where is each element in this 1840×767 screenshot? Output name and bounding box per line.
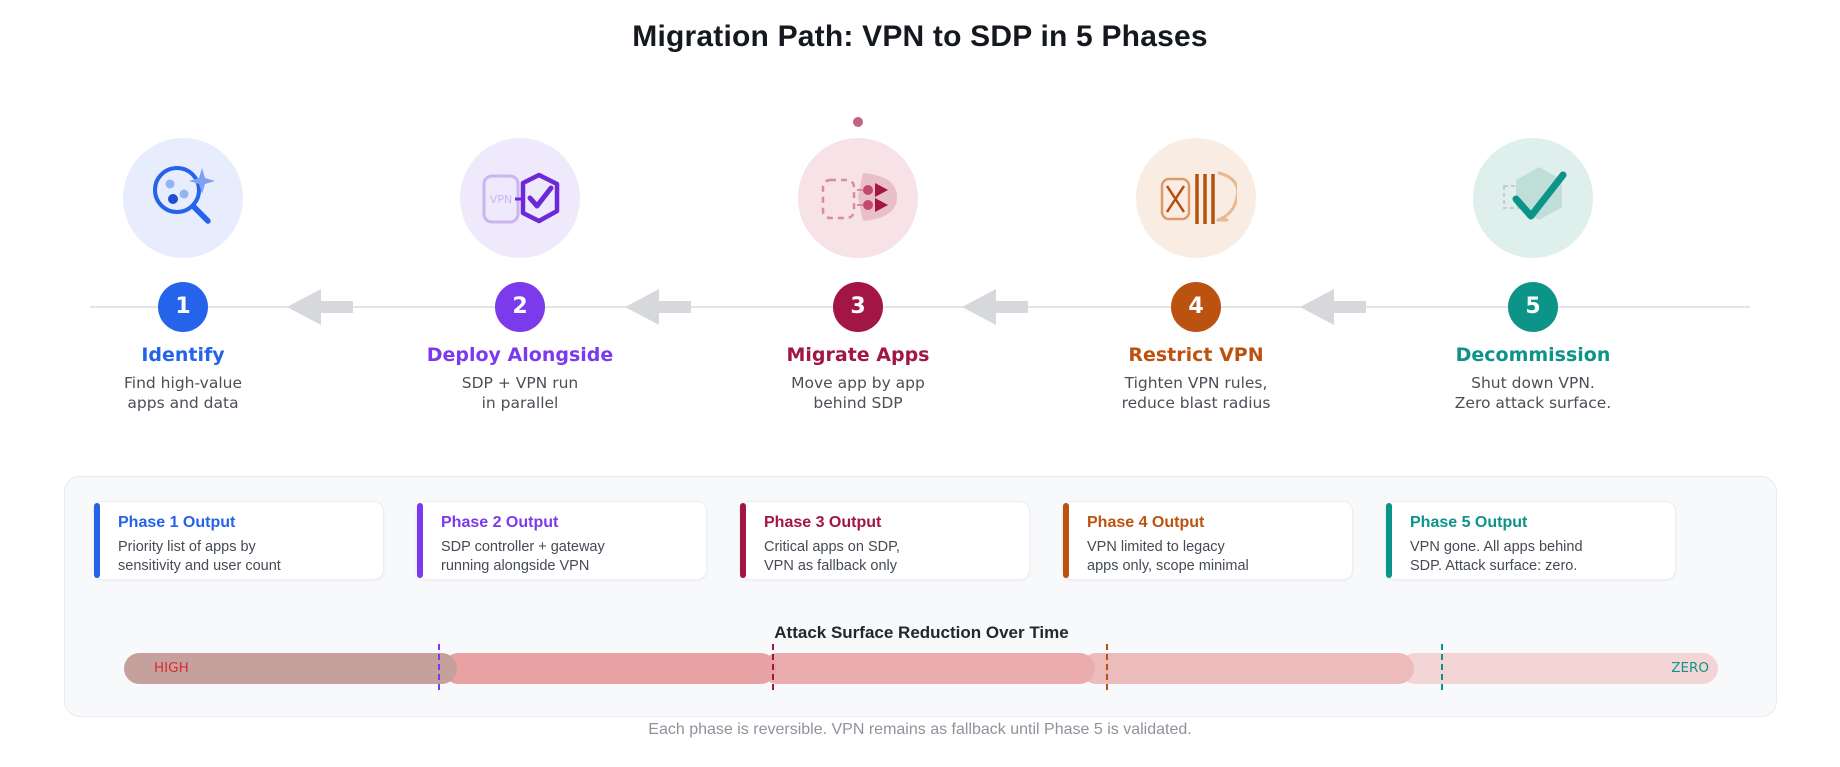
card-title: Phase 1 Output xyxy=(118,514,236,531)
phase5-number-badge: 5 xyxy=(1508,282,1558,332)
bar-segment xyxy=(443,653,776,684)
phase5-output-card: Phase 5 Output VPN gone. All apps behind… xyxy=(1385,501,1676,580)
bar-zero-label: ZERO xyxy=(1671,660,1709,676)
card-title: Phase 5 Output xyxy=(1410,514,1528,531)
left-arrow-icon xyxy=(1300,289,1366,325)
card-title: Phase 4 Output xyxy=(1087,514,1205,531)
migrate-arrows-icon xyxy=(821,173,897,221)
attack-surface-chart-title: Attack Surface Reduction Over Time xyxy=(774,623,1069,642)
phase-boundary-marker xyxy=(1106,644,1108,690)
phase5-description: Shut down VPN. Zero attack surface. xyxy=(1454,374,1612,412)
vpn-plus-shield-check-icon: VPN xyxy=(482,172,560,224)
phase1-name: Identify xyxy=(141,344,225,366)
phase3-output-card: Phase 3 Output Critical apps on SDP, VPN… xyxy=(739,501,1030,580)
phase3-description: Move app by app behind SDP xyxy=(791,374,925,412)
phase2-description: SDP + VPN run in parallel xyxy=(461,374,579,412)
card-accent-bar xyxy=(94,503,100,578)
card-description: VPN limited to legacy apps only, scope m… xyxy=(1087,539,1249,574)
attack-surface-bar: HIGH ZERO xyxy=(124,653,1718,684)
card-description: Priority list of apps by sensitivity and… xyxy=(118,539,281,574)
bar-segment xyxy=(124,653,457,684)
phase2-output-card: Phase 2 Output SDP controller + gateway … xyxy=(416,501,707,580)
card-accent-bar xyxy=(1386,503,1392,578)
card-description: SDP controller + gateway running alongsi… xyxy=(441,539,605,574)
phase5-icon-circle xyxy=(1473,138,1593,258)
card-description: Critical apps on SDP, VPN as fallback on… xyxy=(764,539,900,574)
card-description: VPN gone. All apps behind SDP. Attack su… xyxy=(1410,539,1583,574)
phase2-icon-circle: VPN xyxy=(460,138,580,258)
phase4-description: Tighten VPN rules, reduce blast radius xyxy=(1121,374,1271,412)
phase3-icon-circle xyxy=(798,138,918,258)
outputs-panel: Phase 1 Output Priority list of apps by … xyxy=(64,476,1777,717)
card-accent-bar xyxy=(1063,503,1069,578)
page-title: Migration Path: VPN to SDP in 5 Phases xyxy=(632,20,1208,53)
bar-high-label: HIGH xyxy=(154,660,189,676)
card-title: Phase 2 Output xyxy=(441,514,559,531)
phase-boundary-marker xyxy=(438,644,440,690)
decorative-dot xyxy=(853,117,863,127)
bar-segment xyxy=(1400,653,1718,684)
bar-segment xyxy=(1081,653,1414,684)
footnote: Each phase is reversible. VPN remains as… xyxy=(648,721,1192,738)
card-accent-bar xyxy=(417,503,423,578)
phase1-number-badge: 1 xyxy=(158,282,208,332)
phase4-number-badge: 4 xyxy=(1171,282,1221,332)
bar-segment xyxy=(762,653,1095,684)
decommission-check-icon xyxy=(1503,167,1567,220)
phase2-name: Deploy Alongside xyxy=(426,344,614,366)
card-accent-bar xyxy=(740,503,746,578)
timeline-line xyxy=(90,306,1750,308)
phase4-icon-circle xyxy=(1136,138,1256,258)
phase1-icon-circle xyxy=(123,138,243,258)
phase-boundary-marker xyxy=(1441,644,1443,690)
phase4-output-card: Phase 4 Output VPN limited to legacy app… xyxy=(1062,501,1353,580)
left-arrow-icon xyxy=(962,289,1028,325)
phase3-name: Migrate Apps xyxy=(786,344,930,366)
phase1-description: Find high-value apps and data xyxy=(124,374,242,412)
left-arrow-icon xyxy=(287,289,353,325)
phase-boundary-marker xyxy=(772,644,774,690)
phase2-number-badge: 2 xyxy=(495,282,545,332)
phase1-output-card: Phase 1 Output Priority list of apps by … xyxy=(93,501,384,580)
left-arrow-icon xyxy=(625,289,691,325)
magnifier-discovery-icon xyxy=(153,166,215,224)
restrict-funnel-icon xyxy=(1160,171,1237,224)
phase4-name: Restrict VPN xyxy=(1128,344,1264,366)
svg-text:VPN: VPN xyxy=(490,193,512,206)
phase3-number-badge: 3 xyxy=(833,282,883,332)
phase5-name: Decommission xyxy=(1455,344,1611,366)
card-title: Phase 3 Output xyxy=(764,514,882,531)
